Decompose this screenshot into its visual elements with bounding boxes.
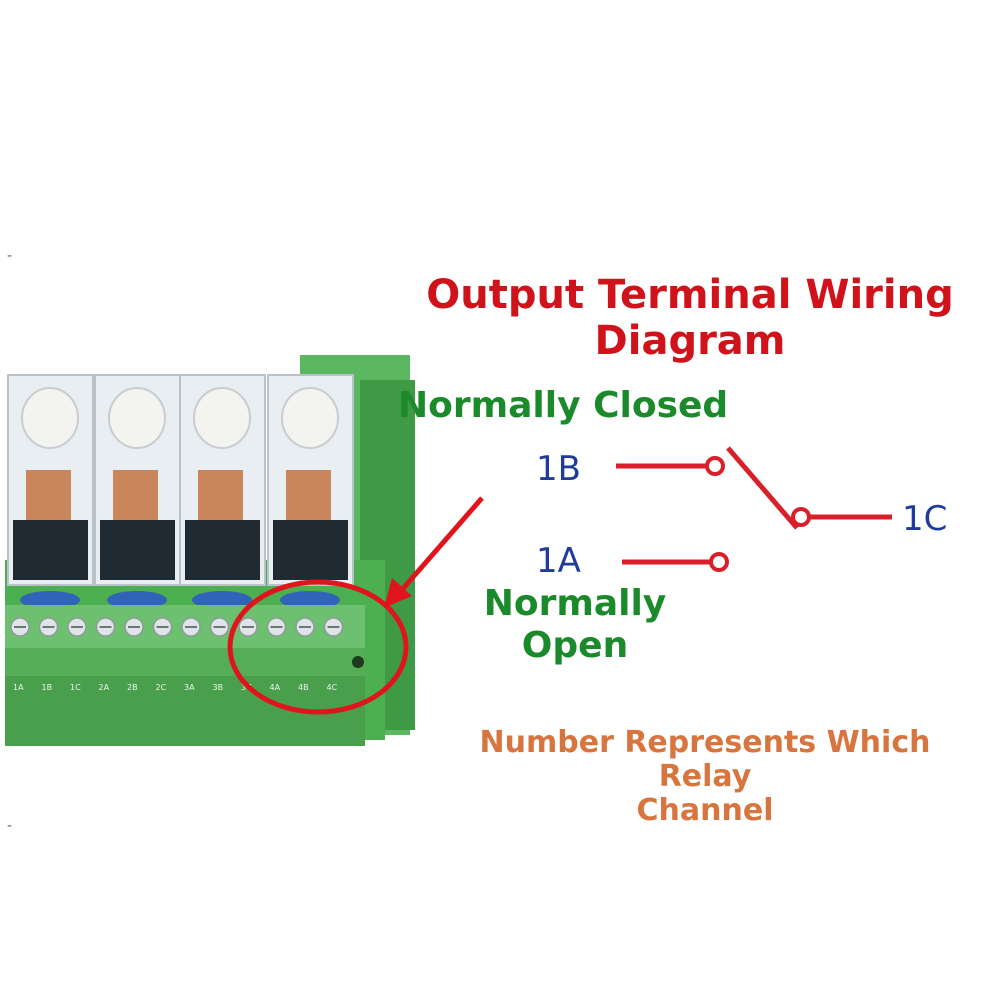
normally-open-label: Normally Open — [440, 583, 710, 667]
relay-base — [100, 520, 175, 580]
title-line-2: Diagram — [594, 318, 786, 364]
pointer-arrow — [384, 496, 484, 608]
side-tick-bottom: - — [7, 818, 13, 834]
diagram-title: Output Terminal Wiring Diagram — [400, 272, 980, 364]
relay-diode — [107, 591, 167, 609]
relay-contacts — [113, 470, 158, 520]
contact-1a — [709, 552, 729, 572]
side-tick-top: - — [7, 248, 13, 264]
relay-base — [185, 520, 260, 580]
board-pin-label: 4C — [327, 683, 338, 692]
contact-1b — [705, 456, 725, 476]
relay-4 — [267, 374, 354, 609]
board-pin-label: 2B — [127, 683, 138, 692]
terminal-block-lower — [5, 648, 365, 676]
normally-closed-label: Normally Closed — [398, 385, 729, 426]
board-pin-label: 4A — [270, 683, 281, 692]
relay-coil — [281, 387, 339, 449]
board-pin-label: 1C — [70, 683, 81, 692]
relay-base — [273, 520, 348, 580]
note-line-2: Channel — [636, 793, 774, 828]
normally-open-line-1: Normally — [483, 583, 667, 624]
switch-lever — [726, 446, 799, 530]
terminal-1a-label: 1A — [536, 541, 581, 581]
relay-diode — [280, 591, 340, 609]
board-pin-label: 3B — [213, 683, 224, 692]
highlight-circle — [227, 579, 409, 715]
board-pin-label: 2C — [156, 683, 167, 692]
relay-contacts — [286, 470, 331, 520]
mount-hole — [352, 656, 364, 668]
relay-3 — [179, 374, 266, 609]
board-pin-label: 1A — [13, 683, 24, 692]
board-pin-label: 3A — [184, 683, 195, 692]
channel-note: Number Represents Which Relay Channel — [430, 726, 980, 828]
board-pin-label: 1B — [42, 683, 53, 692]
relay-diode — [192, 591, 252, 609]
board-pin-label: 4B — [298, 683, 309, 692]
switch-schematic: 1B 1A 1C — [536, 446, 947, 581]
normally-open-line-2: Open — [521, 625, 629, 666]
relay-contacts — [26, 470, 71, 520]
note-line-1: Number Represents Which Relay — [479, 725, 931, 794]
relay-contacts — [198, 470, 243, 520]
relay-diode — [20, 591, 80, 609]
relay-coil — [108, 387, 166, 449]
board-pin-label: 2A — [99, 683, 110, 692]
relay-2 — [94, 374, 181, 609]
contact-1c — [791, 507, 811, 527]
relay-base — [13, 520, 88, 580]
relay-1 — [7, 374, 94, 609]
terminal-1c-label: 1C — [902, 499, 947, 539]
relay-coil — [193, 387, 251, 449]
title-line-1: Output Terminal Wiring — [426, 272, 954, 318]
terminal-1b-label: 1B — [536, 449, 581, 489]
relay-coil — [21, 387, 79, 449]
